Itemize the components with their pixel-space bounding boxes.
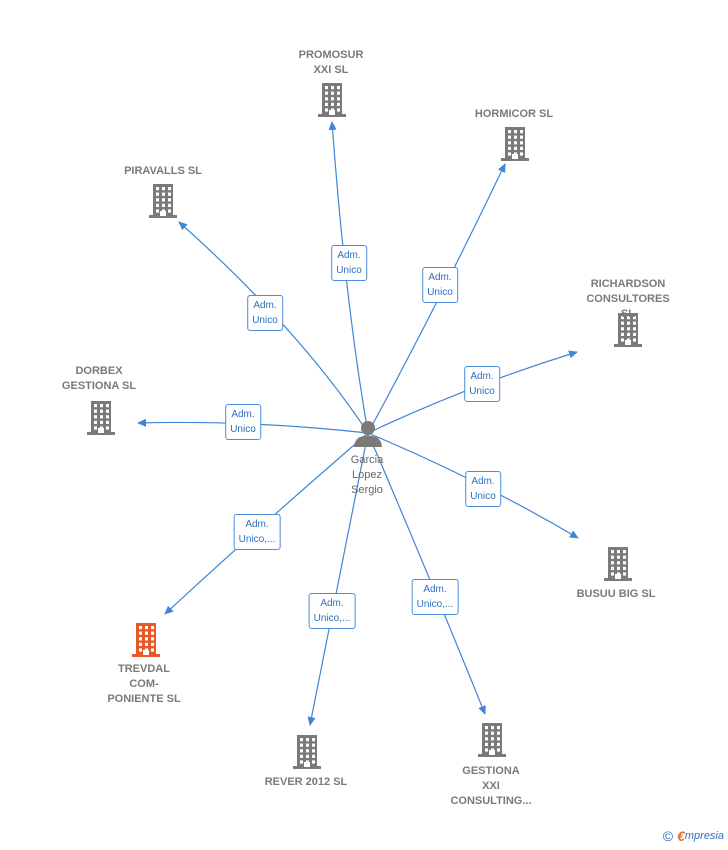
footer-brand: © €mpresia: [663, 828, 724, 844]
piravalls-building-icon[interactable]: [149, 184, 177, 218]
edge-label-rever[interactable]: Adm.Unico,...: [308, 593, 356, 629]
copyright-symbol: ©: [662, 828, 674, 844]
hormicor-building-icon[interactable]: [501, 127, 529, 161]
edge-piravalls: [178, 221, 369, 434]
dorbex-label[interactable]: DORBEX GESTIONA SL: [61, 365, 137, 392]
rever-building-icon[interactable]: [293, 735, 321, 769]
promosur-label[interactable]: PROMOSUR XXI SL: [298, 49, 364, 76]
gestiona-building-icon[interactable]: [478, 723, 506, 757]
hormicor-label[interactable]: HORMICOR SL: [474, 108, 554, 120]
brand-initial: €: [677, 828, 685, 844]
edge-rever: [307, 432, 369, 726]
edge-promosur: [328, 121, 369, 434]
busuu-building-icon[interactable]: [604, 547, 632, 581]
richardson-building-icon[interactable]: [614, 313, 642, 347]
busuu-label[interactable]: BUSUU BIG SL: [576, 588, 656, 600]
brand-name: mpresia: [684, 830, 724, 842]
edge-label-piravalls[interactable]: Adm.Unico: [247, 295, 283, 331]
trevdal-building-icon[interactable]: [132, 623, 160, 657]
dorbex-building-icon[interactable]: [87, 401, 115, 435]
richardson-label[interactable]: RICHARDSON CONSULTORES SL: [586, 278, 670, 320]
promosur-building-icon[interactable]: [318, 83, 346, 117]
gestiona-label[interactable]: GESTIONA XXI CONSULTING...: [450, 765, 532, 807]
edge-label-hormicor[interactable]: Adm.Unico: [422, 267, 458, 303]
edge-label-dorbex[interactable]: Adm.Unico: [225, 404, 261, 440]
edge-label-gestiona[interactable]: Adm.Unico,...: [411, 579, 459, 615]
edge-label-richardson[interactable]: Adm.Unico: [464, 366, 500, 402]
edge-label-promosur[interactable]: Adm.Unico: [331, 245, 367, 281]
edge-label-busuu[interactable]: Adm.Unico: [465, 471, 501, 507]
person-icon[interactable]: [354, 421, 382, 447]
rever-label[interactable]: REVER 2012 SL: [264, 776, 348, 788]
piravalls-label[interactable]: PIRAVALLS SL: [124, 165, 202, 177]
edge-label-trevdal[interactable]: Adm.Unico,...: [233, 514, 281, 550]
trevdal-label[interactable]: TREVDAL COM- PONIENTE SL: [107, 663, 181, 705]
